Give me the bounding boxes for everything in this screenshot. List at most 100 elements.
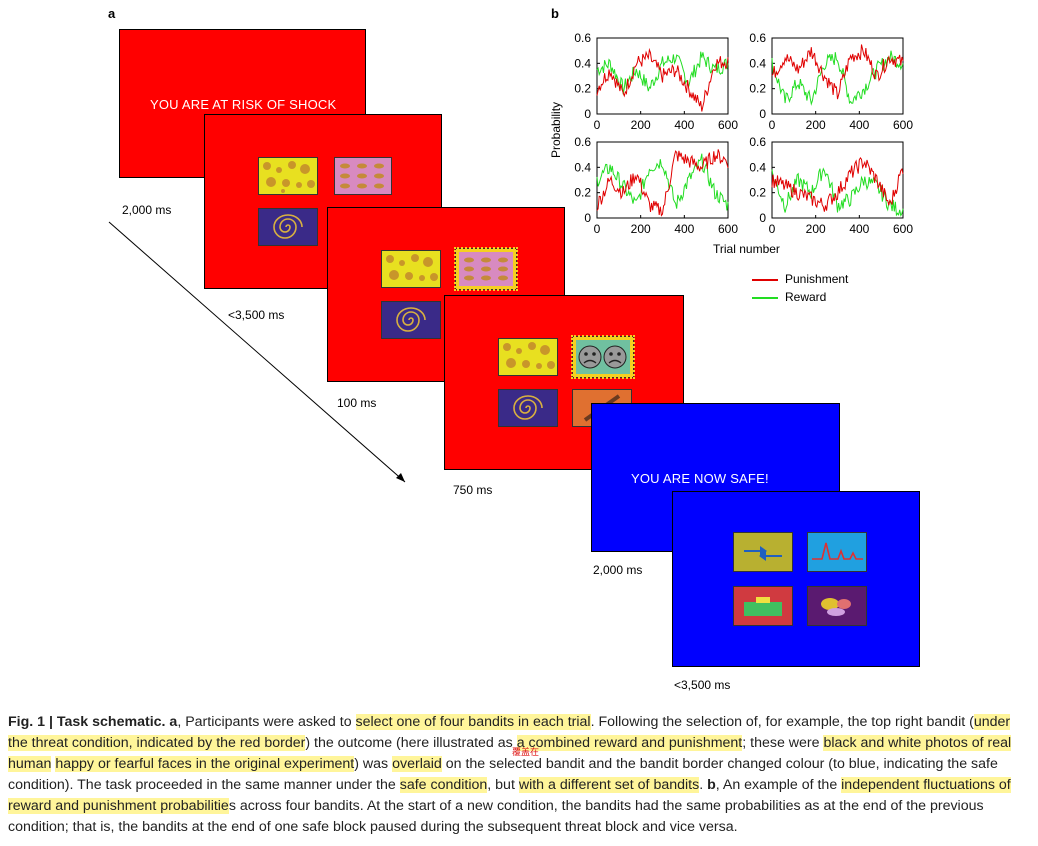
face-icon xyxy=(578,345,602,369)
reward-series-line xyxy=(771,50,904,106)
y-tick-label: 0.2 xyxy=(749,82,766,96)
x-tick-label: 0 xyxy=(594,118,601,132)
caption-highlight: safe condition xyxy=(399,777,488,793)
bandit-yellow-dots[interactable] xyxy=(381,250,441,288)
y-tick-label: 0.6 xyxy=(574,135,591,149)
timing-label: 100 ms xyxy=(337,396,377,410)
x-tick-label: 400 xyxy=(674,222,694,236)
caption-text: . Following the selection of, for exampl… xyxy=(590,714,974,730)
caption-text: , but xyxy=(487,777,519,793)
y-tick-label: 0.6 xyxy=(749,135,766,149)
x-axis-label: Trial number xyxy=(713,242,780,256)
bandit-cyan-wave[interactable] xyxy=(807,532,867,572)
plot-frame xyxy=(771,141,904,219)
reward-series-line xyxy=(771,167,904,217)
panel-a-letter: a xyxy=(108,6,116,21)
y-tick-label: 0.4 xyxy=(749,56,766,70)
timing-label: 750 ms xyxy=(453,483,493,497)
y-tick-label: 0.6 xyxy=(574,31,591,45)
legend-reward-label: Reward xyxy=(785,290,827,304)
caption-text: on the selected bandit and the bandit bo… xyxy=(8,756,998,793)
caption-text: ) was xyxy=(354,756,393,772)
caption-highlight: with a different set of bandits xyxy=(518,777,700,793)
bandit-purple-spiral[interactable] xyxy=(381,301,441,339)
caption-text: . xyxy=(699,777,708,793)
face-icon xyxy=(603,345,627,369)
caption-highlight: select one of four bandits in each trial xyxy=(355,714,591,730)
caption-lead: Fig. 1 | Task schematic. xyxy=(8,714,166,730)
x-tick-label: 200 xyxy=(631,222,651,236)
caption-highlight: a combined reward and punishment xyxy=(516,735,743,751)
y-tick-label: 0 xyxy=(584,211,591,225)
x-tick-label: 0 xyxy=(769,118,776,132)
bandit-pink-shells[interactable] xyxy=(334,157,392,195)
x-tick-label: 600 xyxy=(893,222,913,236)
caption-highlight: overlaid xyxy=(392,756,442,772)
bandit-purple-spiral[interactable] xyxy=(258,208,318,246)
y-tick-label: 0.6 xyxy=(749,31,766,45)
bandit-olive-arrows[interactable] xyxy=(733,532,793,572)
x-tick-label: 200 xyxy=(806,118,826,132)
caption-b-ref: b xyxy=(707,777,716,793)
arrow-icon xyxy=(744,546,782,561)
x-tick-label: 600 xyxy=(893,118,913,132)
bandit-yellow-dots[interactable] xyxy=(258,157,318,195)
threat-choice-slide xyxy=(204,114,442,289)
outcome-faces-bandit[interactable] xyxy=(571,335,635,379)
plot-frame xyxy=(596,37,729,115)
caption-text: ) the outcome (here illustrated as xyxy=(305,735,517,751)
legend-punishment-swatch xyxy=(752,279,778,281)
caption-text: , Participants were asked to xyxy=(177,714,356,730)
caption-highlight: happy or fearful faces in the original e… xyxy=(55,756,355,772)
y-tick-label: 0 xyxy=(759,107,766,121)
x-tick-label: 400 xyxy=(849,222,869,236)
caption-text: , An example of the xyxy=(715,777,842,793)
timing-label: 2,000 ms xyxy=(593,563,643,577)
y-tick-label: 0.4 xyxy=(749,160,766,174)
x-tick-label: 600 xyxy=(718,118,738,132)
y-tick-label: 0 xyxy=(584,107,591,121)
safe-message: YOU ARE NOW SAFE! xyxy=(631,471,769,486)
plot-frame xyxy=(771,37,904,115)
y-tick-label: 0.2 xyxy=(574,186,591,200)
x-tick-label: 600 xyxy=(718,222,738,236)
threat-selection-slide xyxy=(327,207,565,382)
y-tick-label: 0.4 xyxy=(574,56,591,70)
bandit-red-blocks[interactable] xyxy=(733,586,793,626)
timing-label: <3,500 ms xyxy=(228,308,285,322)
safe-choice-slide xyxy=(672,491,920,667)
reward-series-line xyxy=(596,153,729,211)
timeline-arrow xyxy=(108,221,406,483)
bandit-purple-spiral[interactable] xyxy=(498,389,558,427)
legend-punishment-label: Punishment xyxy=(785,272,849,286)
y-tick-label: 0.2 xyxy=(749,186,766,200)
timing-label: 2,000 ms xyxy=(122,203,172,217)
legend: Punishment Reward xyxy=(752,272,872,312)
punishment-series-line xyxy=(596,47,729,112)
x-tick-label: 0 xyxy=(594,222,601,236)
caption-text: s across four bandits. At the start of a… xyxy=(8,798,984,835)
bandit-selected[interactable] xyxy=(454,247,518,291)
punishment-series-line xyxy=(771,44,904,100)
x-tick-label: 400 xyxy=(849,118,869,132)
handwritten-annotation: 覆盖在 xyxy=(512,747,540,757)
x-tick-label: 200 xyxy=(631,118,651,132)
x-tick-label: 400 xyxy=(674,118,694,132)
y-tick-label: 0.4 xyxy=(574,160,591,174)
caption-text: ; these were xyxy=(742,735,824,751)
threat-message: YOU ARE AT RISK OF SHOCK xyxy=(150,97,337,112)
y-tick-label: 0 xyxy=(759,211,766,225)
punishment-series-line xyxy=(771,157,904,212)
legend-reward-swatch xyxy=(752,297,778,299)
bandit-yellow-dots[interactable] xyxy=(498,338,558,376)
x-tick-label: 0 xyxy=(769,222,776,236)
bandit-purple-ovals[interactable] xyxy=(807,586,867,626)
caption-a-ref: a xyxy=(169,714,178,730)
y-tick-label: 0.2 xyxy=(574,82,591,96)
punishment-series-line xyxy=(596,149,729,217)
x-tick-label: 200 xyxy=(806,222,826,236)
figure-caption: Fig. 1 | Task schematic. a, Participants… xyxy=(8,712,1030,838)
timing-label: <3,500 ms xyxy=(674,678,731,692)
panel-b-letter: b xyxy=(551,6,559,21)
